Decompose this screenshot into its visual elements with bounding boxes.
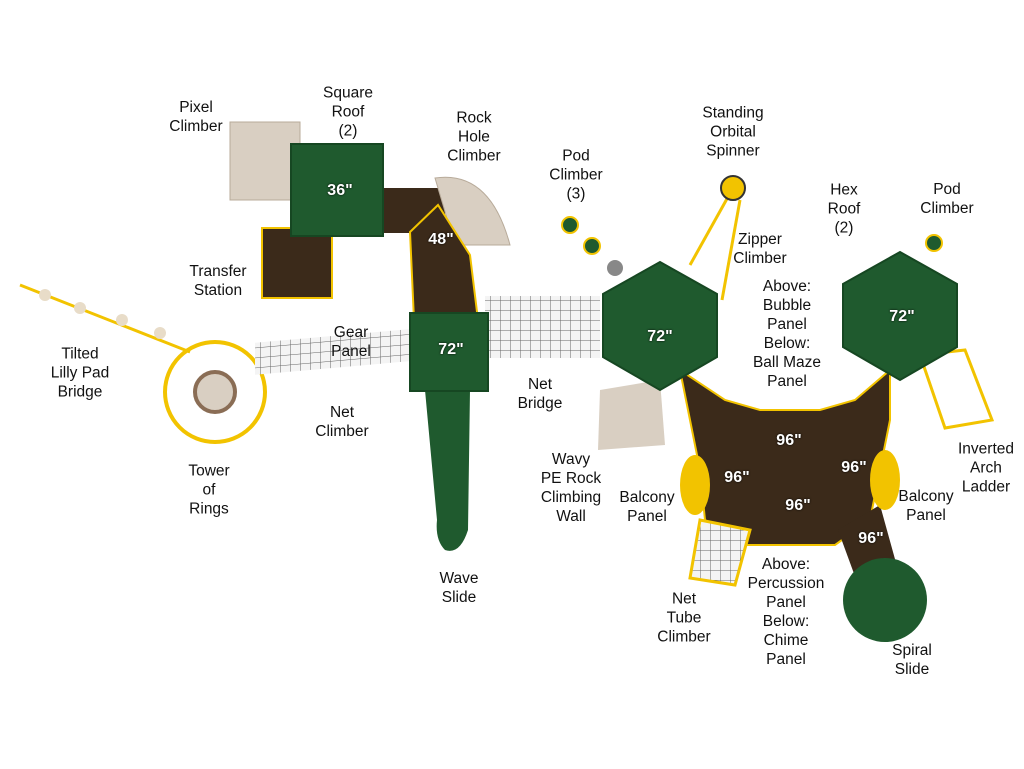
label-net-climber: Net Climber: [315, 404, 369, 440]
label-transfer-station: Transfer Station: [189, 263, 247, 299]
label-balcony-panel-right: Balcony Panel: [898, 488, 954, 524]
label-pixel-climber: Pixel Climber: [169, 99, 223, 135]
pod-climber-icon: [583, 237, 601, 255]
label-bubble-ball-maze: Above: Bubble Panel Below: Ball Maze Pan…: [752, 278, 822, 390]
wavy-rock-climbing-wall: [598, 380, 665, 450]
height-label: 96": [785, 497, 811, 514]
height-label: 96": [776, 432, 802, 449]
height-label: 72": [889, 308, 915, 325]
pod-climber-icon: [561, 216, 579, 234]
net-bridge: [485, 296, 600, 358]
net-climber: [255, 329, 410, 375]
label-tower-of-rings: Tower of Rings: [188, 462, 230, 518]
wave-slide: [425, 390, 470, 551]
pod-climber-icon: [607, 260, 623, 276]
net-tube-climber: [688, 518, 752, 587]
label-wave-slide: Wave Slide: [439, 570, 479, 606]
label-gear-panel: Gear Panel: [331, 324, 371, 360]
label-percussion-chime: Above: Percussion Panel Below: Chime Pan…: [747, 556, 825, 668]
deck-48: [408, 203, 480, 321]
lilly-pad-bridge: [19, 283, 191, 354]
label-pod-climber: Pod Climber: [920, 181, 974, 217]
label-tilted-lilly-pad-bridge: Tilted Lilly Pad Bridge: [50, 345, 110, 401]
orbital-spinner-icon: [720, 175, 746, 201]
height-label: 96": [724, 469, 750, 486]
height-label: 96": [841, 459, 867, 476]
height-label: 36": [327, 182, 353, 199]
height-label: 96": [858, 530, 884, 547]
pixel-climber: [229, 121, 301, 201]
square-roof-72: [409, 312, 489, 392]
label-net-tube-climber: Net Tube Climber: [657, 590, 711, 646]
label-zipper-climber: Zipper Climber: [733, 231, 787, 267]
label-standing-orbital-spinner: Standing Orbital Spinner: [702, 104, 764, 160]
label-balcony-panel-left: Balcony Panel: [619, 489, 675, 525]
pod-climber-icon: [925, 234, 943, 252]
hex-roof-left: [602, 260, 718, 392]
label-net-bridge: Net Bridge: [517, 376, 563, 412]
transfer-station: [261, 227, 333, 299]
height-label: 48": [428, 231, 454, 248]
square-roof-36: [290, 143, 384, 237]
label-square-roof: Square Roof (2): [323, 84, 373, 140]
label-wavy-rock-wall: Wavy PE Rock Climbing Wall: [540, 451, 602, 525]
balcony-panel: [870, 450, 900, 510]
label-pod-climber-3: Pod Climber (3): [549, 147, 603, 203]
zipper-climber: [720, 199, 742, 301]
tower-of-rings: [163, 340, 267, 444]
label-spiral-slide: Spiral Slide: [892, 642, 932, 678]
label-rock-hole-climber: Rock Hole Climber: [447, 109, 501, 165]
label-hex-roof: Hex Roof (2): [827, 181, 861, 237]
balcony-panel: [680, 455, 710, 515]
spiral-slide: [843, 558, 927, 642]
label-inverted-arch-ladder: Inverted Arch Ladder: [957, 440, 1015, 496]
hex-roof-right: [842, 250, 958, 382]
height-label: 72": [438, 341, 464, 358]
height-label: 72": [647, 328, 673, 345]
